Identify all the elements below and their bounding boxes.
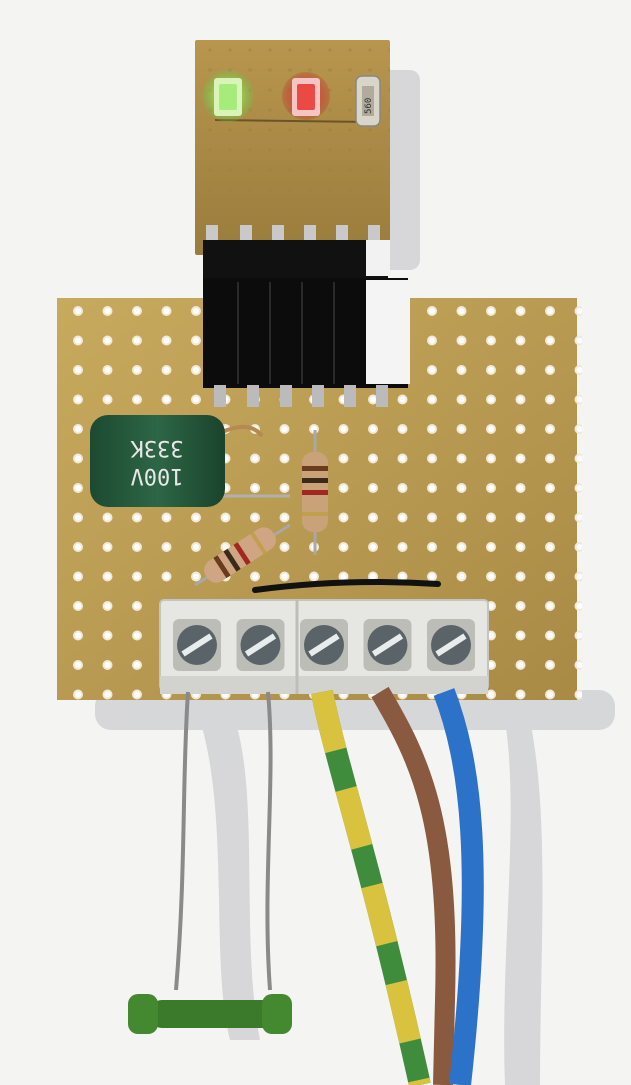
terminal-screw-icon bbox=[427, 619, 475, 671]
led-green-icon bbox=[202, 70, 254, 122]
terminal-screw-icon bbox=[173, 619, 221, 671]
capacitor-value-label: 333K bbox=[130, 435, 184, 460]
resistor-diagonal bbox=[194, 523, 291, 587]
pin-header bbox=[203, 225, 390, 282]
terminal-screw-icon bbox=[363, 619, 412, 671]
terminal-block bbox=[159, 599, 489, 694]
smd-resistor-label: 560 bbox=[364, 98, 374, 114]
jumper-wire bbox=[252, 579, 441, 593]
terminal-screw-icon bbox=[300, 619, 348, 671]
mains-wires bbox=[311, 686, 484, 1085]
thermistor-icon bbox=[128, 994, 292, 1034]
terminal-screw-icon bbox=[236, 619, 285, 671]
led-red-icon bbox=[282, 72, 330, 120]
smd-resistor-icon: 560 bbox=[355, 75, 381, 127]
capacitor-voltage-label: 100V bbox=[131, 463, 184, 488]
sensor-leads bbox=[174, 691, 273, 991]
black-connector-block bbox=[203, 278, 410, 407]
film-capacitor: 100V 333K bbox=[90, 415, 290, 507]
resistor-vertical bbox=[302, 430, 328, 555]
